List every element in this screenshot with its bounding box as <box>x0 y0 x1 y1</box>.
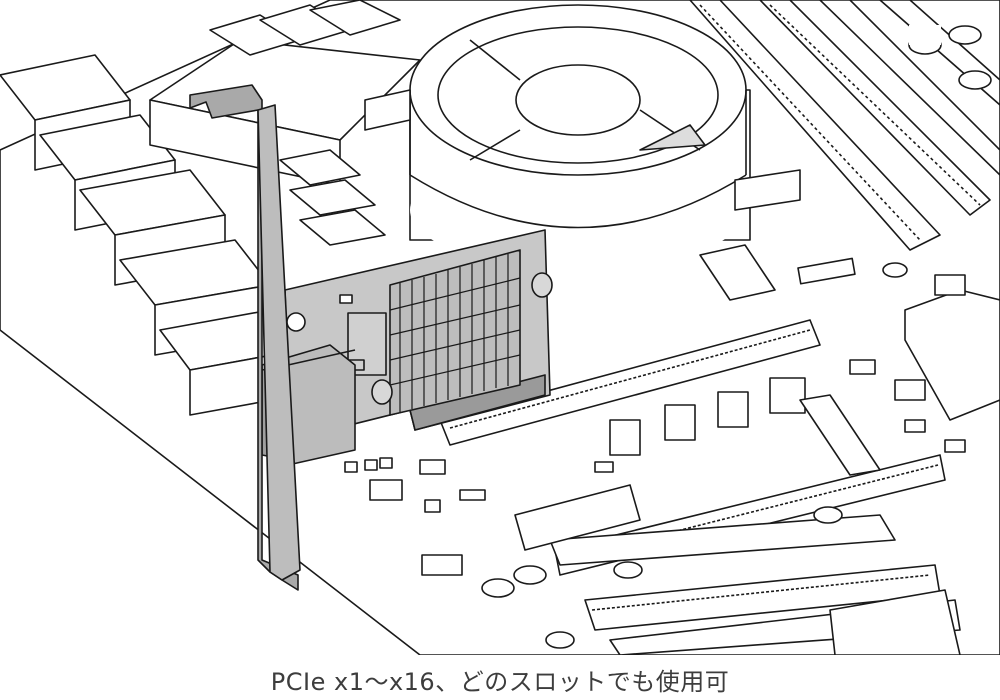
bottom-capacitors <box>481 506 843 649</box>
pin-header <box>829 589 961 655</box>
chip-heatsink <box>371 249 553 416</box>
m2-slot <box>699 244 776 301</box>
pcie-network-card <box>189 84 553 591</box>
capacitors <box>882 25 992 278</box>
low-profile-bracket <box>189 84 301 591</box>
smd-components <box>344 257 966 576</box>
vrm-heatsink <box>149 0 421 246</box>
caption: PCIe x1〜x16、どのスロットでも使用可 <box>270 668 730 696</box>
cpu-cooler-fan <box>364 4 801 270</box>
motherboard-illustration <box>0 0 1000 655</box>
